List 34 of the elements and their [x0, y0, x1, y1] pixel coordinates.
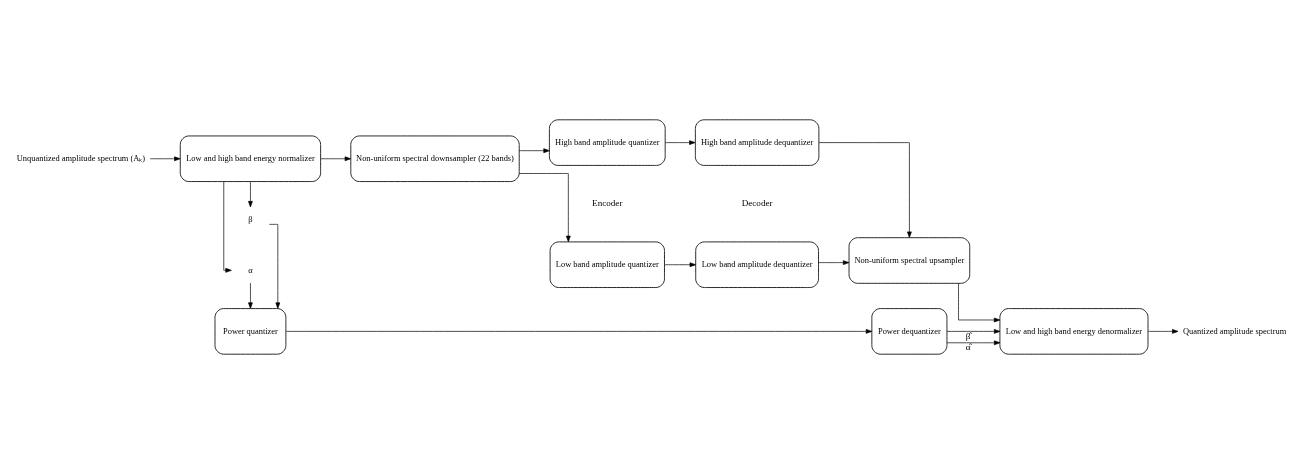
arrow: [946, 339, 1001, 345]
node-box: Low band amplitude quantizer: [549, 241, 665, 288]
node-box: Non-uniform spectral downsampler (22 bands): [350, 135, 520, 182]
arrow: [958, 282, 1001, 322]
node-box: High band amplitude quantizer: [548, 118, 666, 166]
node-text: β: [248, 213, 253, 224]
arrow: [664, 139, 696, 145]
node-text: α: [248, 264, 253, 275]
node-box: Power dequantizer: [871, 307, 948, 355]
node-box: Low and high band energy denormalizer: [999, 307, 1149, 355]
arrow: [248, 181, 253, 207]
arrow: [285, 328, 873, 334]
node-text: Unquantized amplitude spectrum (Aₖ): [16, 152, 146, 163]
arrow: [320, 155, 351, 161]
label: Encoder: [592, 197, 623, 208]
arrow: [664, 261, 696, 267]
node-box: Low and high band energy normalizer: [179, 135, 322, 182]
node-text: Quantized amplitude spectrum: [1183, 325, 1287, 336]
arrow: [946, 328, 1001, 334]
arrow: [518, 172, 571, 242]
arrow: [149, 155, 181, 161]
label: Decoder: [741, 197, 773, 208]
node-box: Low band amplitude dequantizer: [695, 241, 819, 288]
arrow: [248, 282, 253, 309]
edge-label: β̂: [965, 330, 971, 341]
arrow: [818, 141, 912, 238]
arrow: [818, 259, 850, 265]
arrow: [519, 147, 550, 153]
node-box: High band amplitude dequantizer: [694, 118, 820, 166]
arrow: [1147, 328, 1179, 334]
node-box: Power quantizer: [214, 307, 287, 355]
arrow: [223, 180, 232, 273]
edge-label: α̂: [965, 341, 971, 352]
node-box: Non-uniform spectral upsampler: [848, 236, 971, 284]
